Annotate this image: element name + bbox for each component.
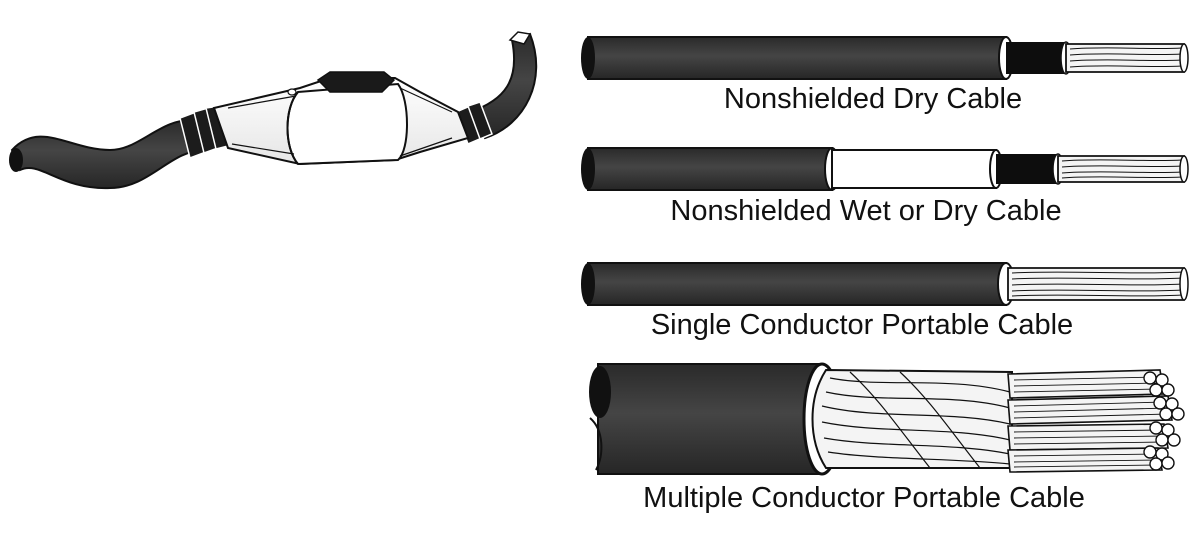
cable-2-jacket — [587, 147, 833, 191]
cable-multiple-conductor-portable — [589, 362, 1185, 476]
cable-2-jacket-end — [581, 148, 595, 190]
cable-2-conductor — [1057, 155, 1189, 183]
left-cable-end — [9, 148, 23, 172]
cable-2-white-insulation — [831, 149, 997, 189]
cable-3-jacket — [587, 262, 1007, 306]
cable-1-jacket — [587, 36, 1007, 80]
label-cable-2: Nonshielded Wet or Dry Cable — [670, 195, 1061, 227]
cable-single-conductor-portable — [581, 262, 1189, 306]
cable-1-conductor — [1065, 43, 1189, 73]
cable-4-jacket — [597, 363, 821, 475]
left-cable — [10, 118, 207, 190]
cable-3-jacket-end — [581, 263, 595, 305]
cable-nonshielded-dry — [581, 36, 1189, 80]
cable-4-strand-ends — [1143, 371, 1185, 471]
cable-4-jacket-end — [589, 366, 611, 418]
label-cable-4: Multiple Conductor Portable Cable — [643, 482, 1085, 514]
splice-fill-port — [287, 88, 297, 96]
cable-4-twisted-core — [811, 368, 1013, 469]
cable-3-conductor — [1007, 267, 1189, 301]
right-cable-cut-end — [508, 31, 532, 45]
cable-2-black-insulation — [996, 154, 1058, 184]
label-cable-3: Single Conductor Portable Cable — [651, 309, 1073, 341]
splice-center-sleeve — [286, 82, 408, 166]
cable-nonshielded-wet-or-dry — [581, 147, 1189, 191]
cable-1-insulation — [1006, 42, 1066, 74]
label-cable-1: Nonshielded Dry Cable — [724, 83, 1022, 115]
splice-kit-illustration — [9, 31, 538, 190]
splice-top-band — [316, 71, 396, 93]
cable-1-jacket-end — [581, 37, 595, 79]
